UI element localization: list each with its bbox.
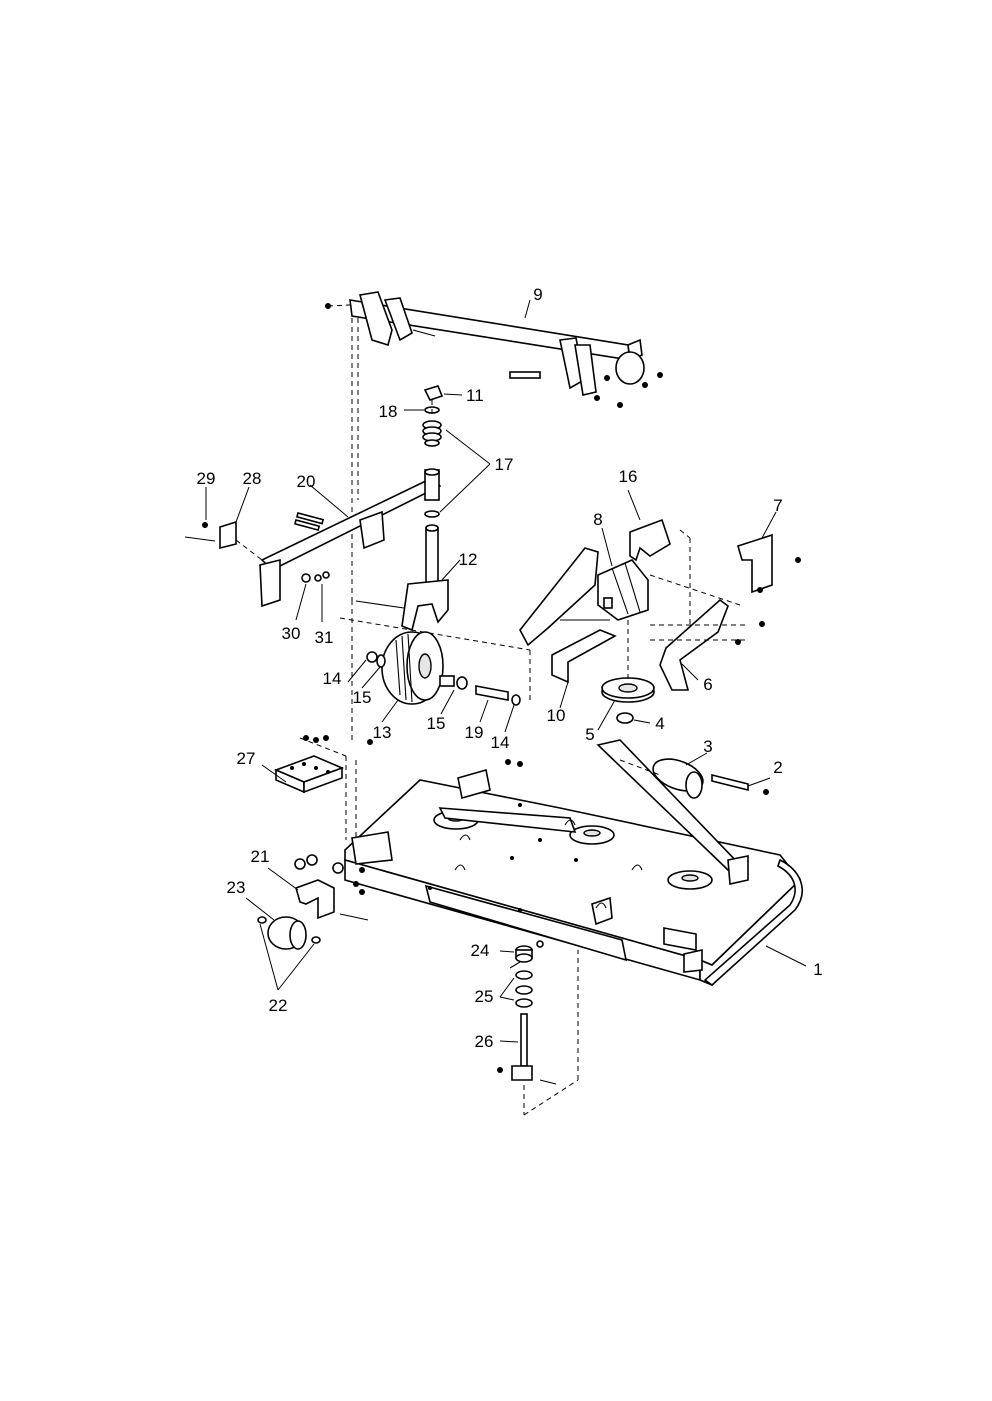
part-16-cover: [629, 518, 671, 562]
part-14-bushing-right: [511, 694, 521, 706]
callout-24: 24: [471, 941, 490, 960]
callout-26: 26: [475, 1032, 494, 1051]
part-20-caster-arm: [259, 468, 442, 608]
part-11-cap: [423, 385, 444, 401]
part-24-block: [509, 940, 544, 969]
callout-11: 11: [466, 386, 484, 405]
part-28-plate: [219, 520, 237, 550]
part-30-nut: [301, 573, 311, 583]
callout-labels: 9 11 18 17 20 28 29 30 31 12 14 15 13 15…: [197, 285, 823, 1051]
part-7-bracket: [737, 533, 773, 594]
part-23-roller: [267, 916, 307, 950]
callout-6: 6: [703, 675, 712, 694]
part-14-bushing-left: [366, 651, 378, 663]
part-4-nut: [616, 712, 634, 724]
part-25-washers: [515, 970, 533, 1008]
part-19-axle-tube: [475, 685, 509, 701]
callout-2: 2: [773, 758, 782, 777]
callout-10: 10: [547, 706, 566, 725]
callout-29: 29: [197, 469, 216, 488]
callout-17: 17: [495, 455, 514, 474]
part-15-spring-right: [439, 675, 468, 690]
callout-18: 18: [379, 402, 398, 421]
callout-14-right: 14: [491, 733, 510, 752]
part-10-guard: [551, 619, 617, 684]
part-26-link-rod: [497, 1013, 557, 1085]
callout-30: 30: [282, 624, 301, 643]
callout-12: 12: [459, 550, 478, 569]
part-8-housing: [597, 559, 649, 621]
callout-27: 27: [237, 749, 256, 768]
part-1-deck: [344, 739, 804, 987]
callout-15-right: 15: [427, 714, 446, 733]
callout-1: 1: [813, 960, 822, 979]
part-29-bolt: [184, 522, 216, 542]
part-3-roller: [652, 758, 704, 799]
callout-20: 20: [297, 472, 316, 491]
callout-31: 31: [315, 628, 334, 647]
callout-4: 4: [655, 714, 664, 733]
leader-lines: [205, 299, 807, 1043]
left-bracket-plate: [519, 547, 599, 647]
callout-8: 8: [593, 510, 602, 529]
part-27-pad: [273, 755, 345, 794]
callout-23: 23: [227, 878, 246, 897]
callout-5: 5: [585, 725, 594, 744]
callout-3: 3: [703, 737, 712, 756]
part-9-lift-bar: [325, 291, 663, 408]
part-12-caster-fork: [355, 524, 449, 632]
callout-14-left: 14: [323, 669, 342, 688]
callout-28: 28: [243, 469, 262, 488]
part-17-spring: [422, 420, 442, 518]
callout-16: 16: [619, 467, 638, 486]
callout-7: 7: [773, 496, 782, 515]
callout-22: 22: [269, 996, 288, 1015]
part-6-arm-bracket: [659, 598, 729, 691]
part-5-pulley: [601, 677, 655, 703]
part-13-caster-wheel: [381, 631, 444, 705]
callout-25: 25: [475, 987, 494, 1006]
part-22-pins: [257, 916, 321, 944]
part-31-washer: [314, 571, 330, 582]
part-15-spacer-left: [376, 654, 386, 668]
callout-21: 21: [251, 847, 270, 866]
callout-15-left: 15: [353, 688, 372, 707]
part-21-bracket: [295, 879, 335, 920]
callout-13: 13: [373, 723, 392, 742]
part-2-bolt: [711, 773, 769, 795]
callout-9: 9: [533, 285, 542, 304]
callout-19: 19: [465, 723, 484, 742]
